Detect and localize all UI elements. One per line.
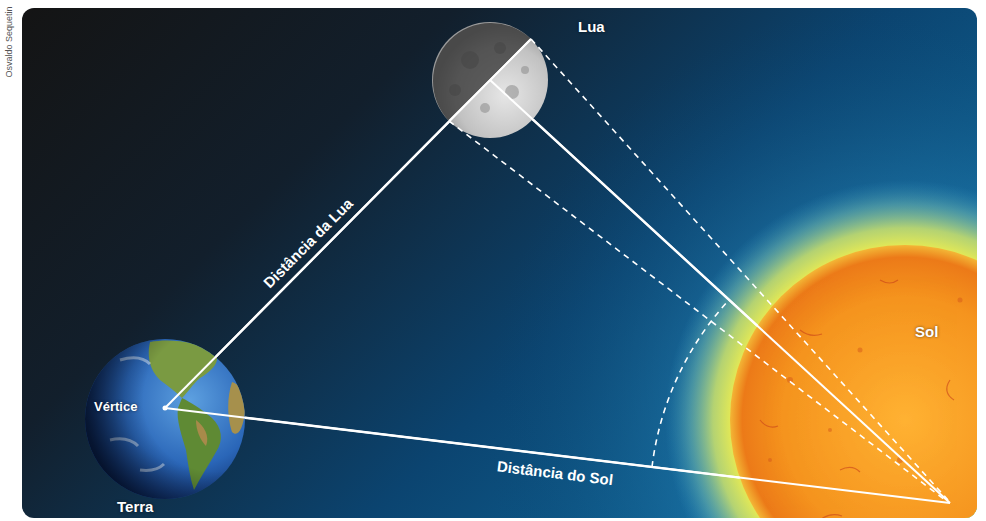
distance-line (245, 418, 740, 478)
earth-circle: VérticeTerra (85, 339, 245, 499)
distance-line (533, 119, 758, 326)
planet-name: Terra (117, 498, 153, 515)
vertex-label: Vértice (94, 400, 137, 415)
distance-line (216, 121, 450, 357)
moon-circle: Lua (432, 22, 548, 138)
moon-name: Lua (578, 18, 605, 35)
distance-label: Distância do Sol (496, 458, 614, 489)
sun-circle: Sol (730, 245, 986, 521)
distance-label: Distância da Lua (260, 194, 356, 291)
sun-name: Sol (915, 323, 938, 340)
image-credit: Osvaldo Sequetin (4, 6, 14, 77)
